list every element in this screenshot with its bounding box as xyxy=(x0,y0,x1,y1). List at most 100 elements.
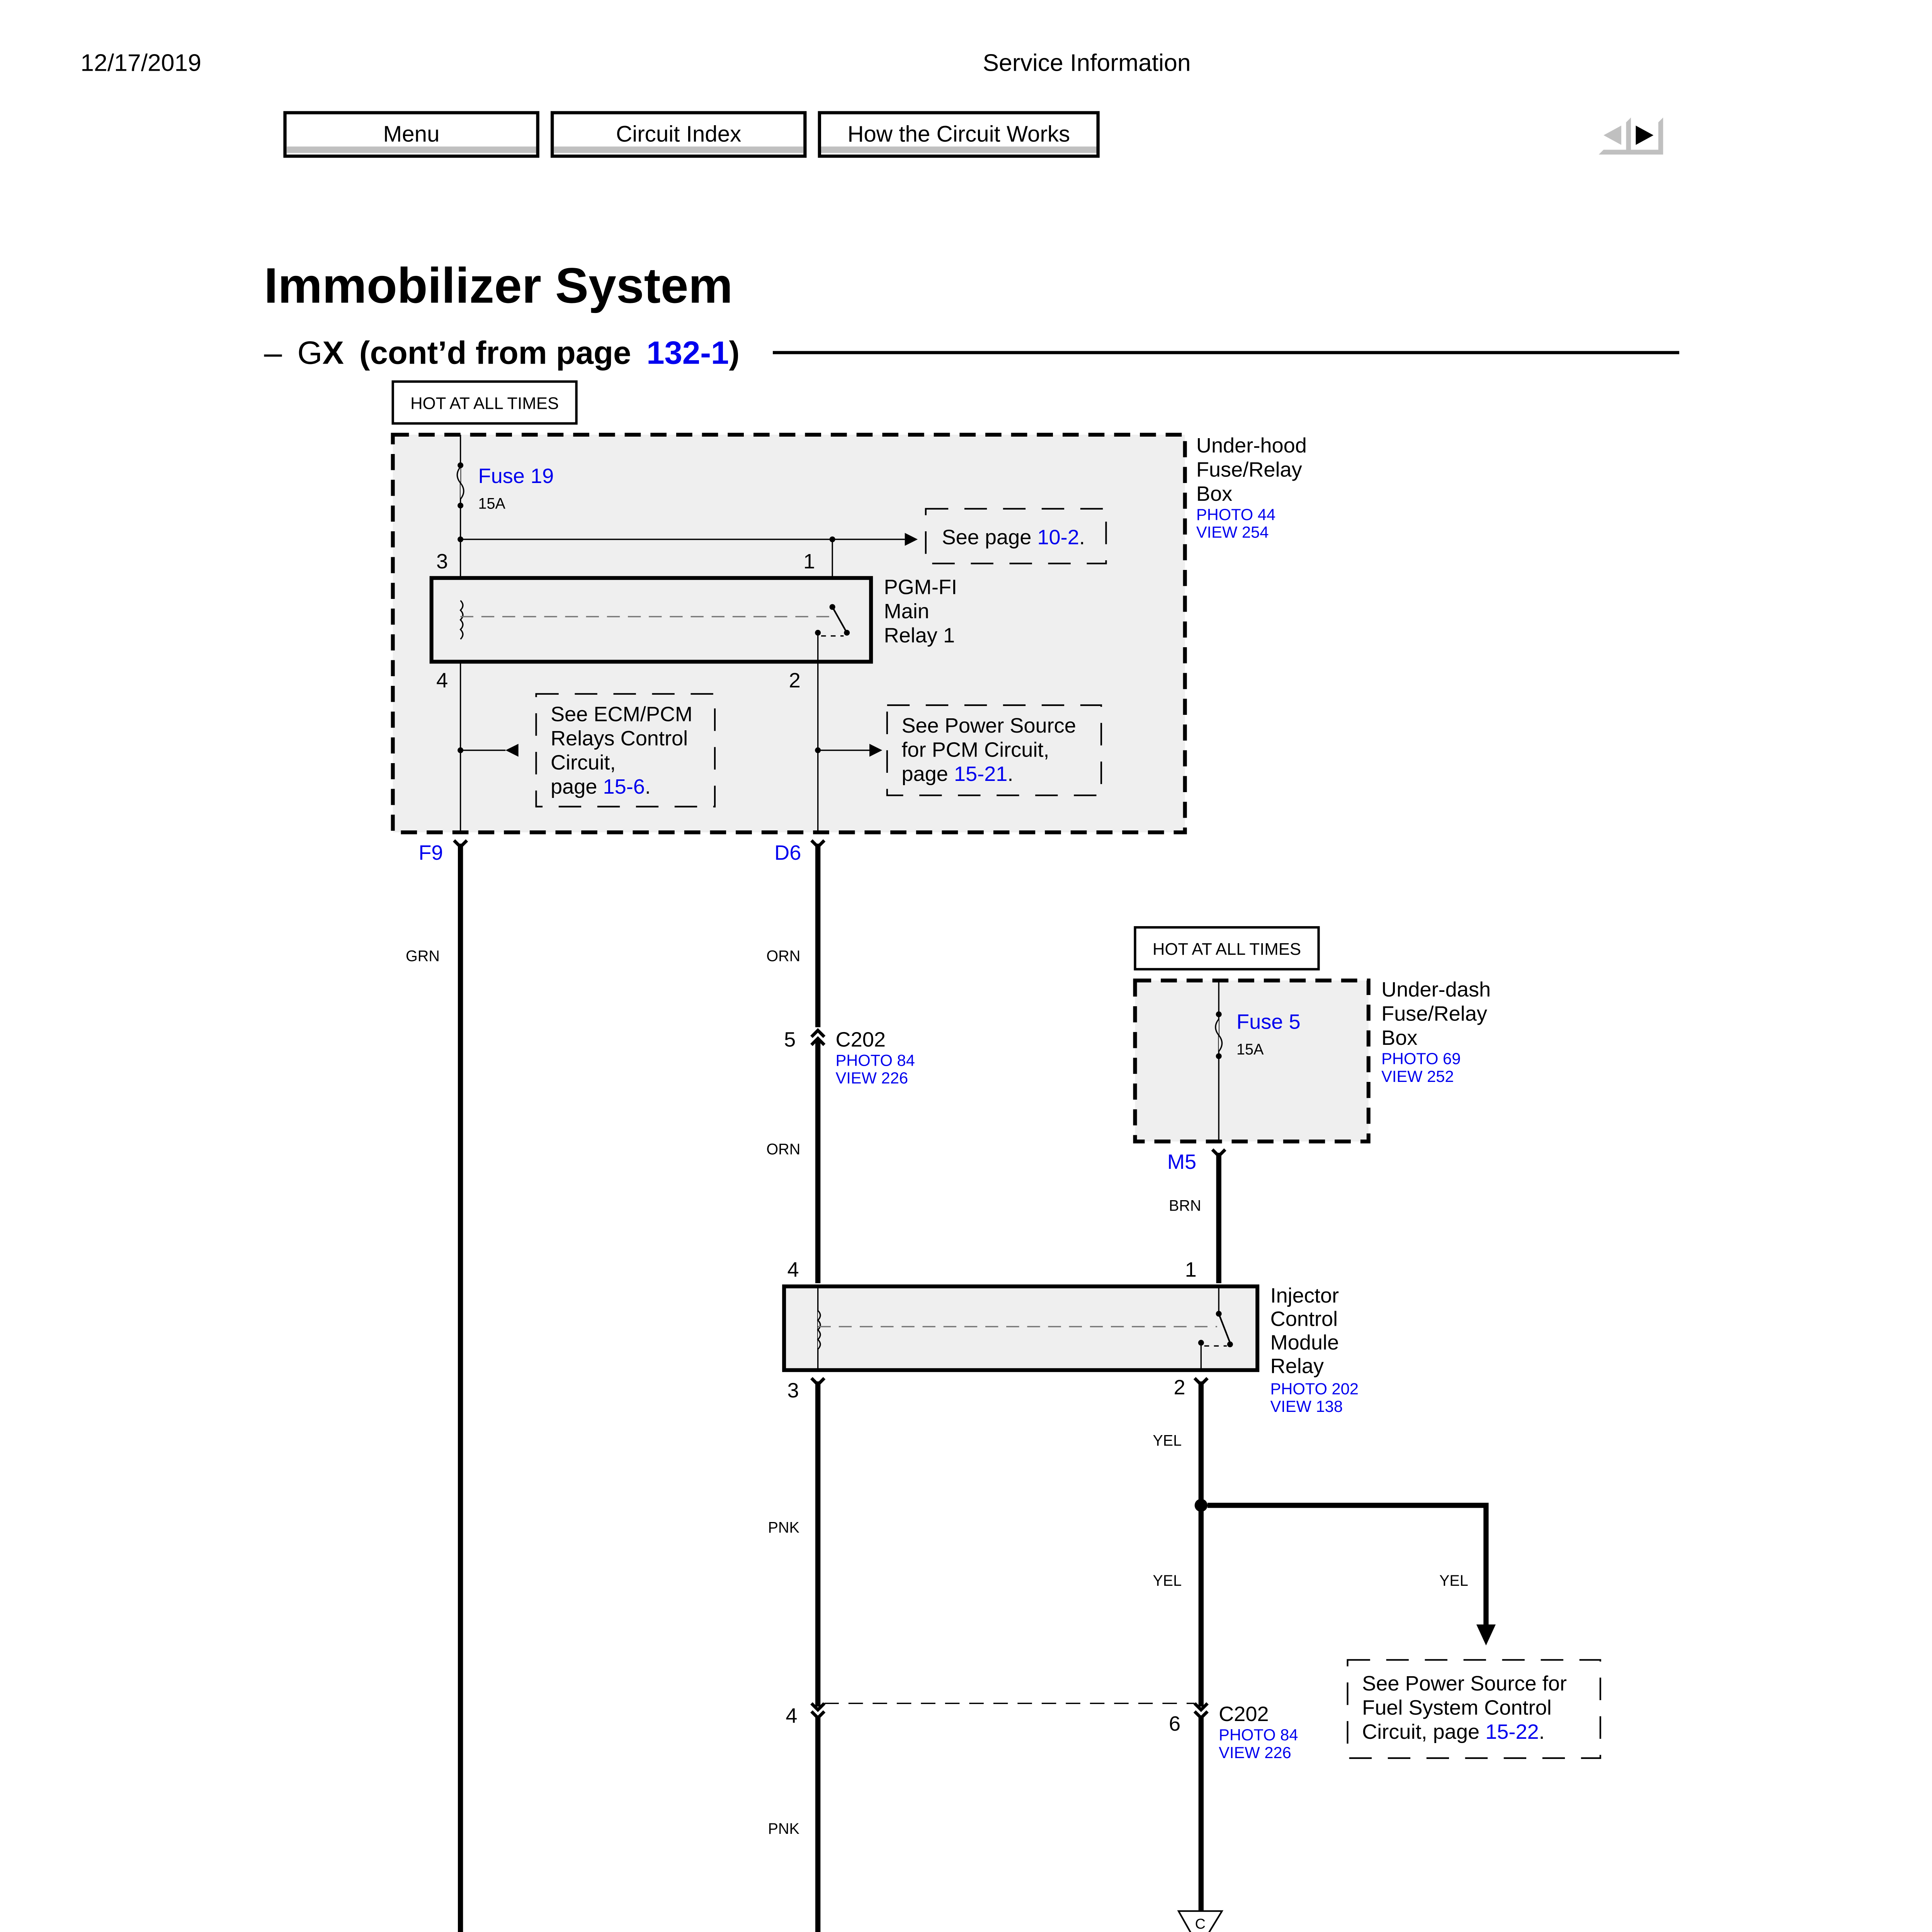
top-nav: Menu Circuit Index How the Circuit Works xyxy=(283,111,1663,158)
underdash-view-link[interactable]: VIEW 252 xyxy=(1381,1067,1454,1085)
pin-4-bottom: 4 xyxy=(436,669,448,692)
note-power-source-fuel: See Power Source for Fuel System Control… xyxy=(1347,1659,1601,1759)
note-10-2-prefix: See page xyxy=(942,526,1032,549)
pin-2-bottom: 2 xyxy=(789,669,801,692)
wire-color-yel-1: YEL xyxy=(1153,1432,1182,1449)
terminal-d6: D6 xyxy=(774,841,801,864)
how-circuit-works-button-label: How the Circuit Works xyxy=(847,122,1070,147)
page-15-6-link[interactable]: 15-6 xyxy=(603,775,645,798)
splice-point xyxy=(1194,1499,1208,1512)
circuit-index-button[interactable]: Circuit Index xyxy=(551,111,807,158)
pgm-fi-main-relay-1: 3 1 4 2 PGM-FI Main Relay 1 xyxy=(429,550,963,833)
page-15-21-link[interactable]: 15-21 xyxy=(954,762,1008,786)
page-10-2-link[interactable]: 10-2 xyxy=(1037,526,1079,549)
subtitle-page-link[interactable]: 132-1 xyxy=(646,335,729,371)
underhood-photo-link[interactable]: PHOTO 44 xyxy=(1196,505,1276,524)
wire-yel: YEL YEL YEL 6 C202 PHOTO 84 VIEW 226 xyxy=(824,1377,1496,1911)
pin-3-top: 3 xyxy=(436,550,448,573)
injector-control-module-relay: 4 1 3 2 Injector Control Module Relay PH… xyxy=(782,1258,1359,1415)
wire-color-pnk-2: PNK xyxy=(768,1820,799,1837)
wire-color-yel-3: YEL xyxy=(1439,1572,1468,1589)
offpage-letter: C xyxy=(1195,1916,1206,1932)
c202-top-name: C202 xyxy=(836,1028,886,1051)
icm-relay-coil-icon xyxy=(817,1310,821,1350)
c202-top-view-link[interactable]: VIEW 226 xyxy=(836,1069,908,1087)
fuse-5-rating: 15A xyxy=(1236,1041,1264,1058)
terminal-m5: M5 xyxy=(1167,1150,1196,1173)
svg-text:See Power Source for P: See Power Source for PCM Circuit, page 1… xyxy=(901,714,1082,786)
prev-page-arrow-icon[interactable] xyxy=(1604,126,1621,145)
page-15-22-link[interactable]: 15-22 xyxy=(1485,1720,1539,1743)
fuse-19-icon xyxy=(456,466,464,500)
c202-bottom-photo-link[interactable]: PHOTO 84 xyxy=(1219,1726,1298,1744)
svg-text:– GX (cont’d from: – GX (cont’d from page 132-1) xyxy=(264,335,740,371)
underhood-fuse-relay-box: Under-hood Fuse/Relay Box PHOTO 44 VIEW … xyxy=(391,433,1313,835)
pgm-fi-relay-name: PGM-FI Main Relay 1 xyxy=(884,576,963,647)
subtitle-close-paren: ) xyxy=(729,335,740,371)
subtitle-x: X xyxy=(322,335,344,371)
note-see-page-10-2: See page 10-2. xyxy=(925,508,1107,565)
offpage-connector-c[interactable]: C xyxy=(1177,1910,1224,1932)
menu-button-label: Menu xyxy=(383,122,440,147)
arrow-to-pcm-power-note-icon xyxy=(869,744,883,757)
svg-text:See ECM/PCM Relays Con: See ECM/PCM Relays Control Circuit, page… xyxy=(551,703,698,798)
icm-relay-pin-4: 4 xyxy=(787,1258,799,1281)
underhood-view-link[interactable]: VIEW 254 xyxy=(1196,523,1269,541)
icm-relay-pin-2: 2 xyxy=(1174,1376,1185,1399)
arrow-to-page-10-2-icon xyxy=(905,533,918,546)
c202-bottom-view-link[interactable]: VIEW 226 xyxy=(1219,1743,1291,1762)
icm-relay-view-link[interactable]: VIEW 138 xyxy=(1270,1397,1343,1415)
underdash-fuse-relay-box: Fuse 5 15A Under-dash Fuse/Relay Box PHO… xyxy=(1133,978,1497,1144)
terminal-f9: F9 xyxy=(418,841,443,864)
icm-relay-name: Injector Control Module Relay xyxy=(1270,1284,1345,1378)
c202-top-photo-link[interactable]: PHOTO 84 xyxy=(836,1051,915,1069)
icm-relay-photo-link[interactable]: PHOTO 202 xyxy=(1270,1379,1359,1398)
fuse-19-link[interactable]: Fuse 19 xyxy=(478,464,554,488)
hot-at-all-times-label-1: HOT AT ALL TIMES xyxy=(391,380,578,425)
wire-brn: M5 BRN xyxy=(1167,1148,1226,1283)
how-circuit-works-button[interactable]: How the Circuit Works xyxy=(818,111,1100,158)
wire-orn-pnk: D6 ORN 5 C202 PHOTO 84 VIEW 226 ORN xyxy=(766,839,915,1283)
wire-color-grn: GRN xyxy=(406,948,440,965)
menu-button[interactable]: Menu xyxy=(283,111,539,158)
arrow-from-ecm-note-icon xyxy=(505,744,519,757)
print-title: Service Information xyxy=(983,49,1190,76)
note-power-source-pcm: See Power Source for PCM Circuit, page 1… xyxy=(886,704,1102,796)
note-ecm-pcm-relays: See ECM/PCM Relays Control Circuit, page… xyxy=(535,693,716,808)
fuse-19-rating: 15A xyxy=(478,495,506,512)
underdash-box-name: Under-dash Fuse/Relay Box xyxy=(1381,978,1497,1049)
wire-color-orn-1: ORN xyxy=(766,948,800,965)
subtitle: – GX (cont’d from page 132-1) xyxy=(264,335,1679,371)
next-page-arrow-icon[interactable] xyxy=(1636,126,1654,145)
c202-bottom-pin-6: 6 xyxy=(1169,1712,1180,1735)
icm-relay-pin-3: 3 xyxy=(787,1379,799,1402)
svg-text:See Power Source for Fue: See Power Source for Fuel System Control… xyxy=(1362,1672,1573,1743)
fuse-5-link[interactable]: Fuse 5 xyxy=(1236,1010,1301,1034)
wire-color-yel-2: YEL xyxy=(1153,1572,1182,1589)
wire-color-pnk-1: PNK xyxy=(768,1519,799,1536)
underhood-box-name: Under-hood Fuse/Relay Box xyxy=(1196,434,1313,505)
svg-text:See page 10-2.: See page 10-2. xyxy=(942,526,1085,549)
note-10-2-suffix: . xyxy=(1079,526,1085,549)
page-arrows xyxy=(1599,117,1663,155)
underdash-photo-link[interactable]: PHOTO 69 xyxy=(1381,1049,1461,1068)
c202-bottom-pin-4: 4 xyxy=(786,1704,797,1727)
icm-relay-pin-1: 1 xyxy=(1185,1258,1197,1281)
wire-pnk: PNK 4 PNK xyxy=(768,1377,826,1932)
hot-label-text-2: HOT AT ALL TIMES xyxy=(1153,940,1301,959)
pin-1-top: 1 xyxy=(803,550,815,573)
subtitle-continued: (cont’d from page xyxy=(359,335,631,371)
page-title: Immobilizer System xyxy=(264,258,733,313)
hot-label-text-1: HOT AT ALL TIMES xyxy=(410,394,559,413)
fuse-5-icon xyxy=(1215,1019,1223,1052)
relay-coil-icon xyxy=(459,600,464,640)
subtitle-dash: – xyxy=(264,335,282,371)
c202-bottom-name: C202 xyxy=(1219,1702,1269,1726)
c202-top-pin: 5 xyxy=(784,1028,796,1051)
wire-color-brn: BRN xyxy=(1169,1197,1201,1214)
hot-at-all-times-label-2: HOT AT ALL TIMES xyxy=(1134,926,1320,971)
print-date: 12/17/2019 xyxy=(80,49,201,76)
wire-grn: F9 GRN xyxy=(406,839,468,1932)
circuit-index-button-label: Circuit Index xyxy=(616,122,741,147)
